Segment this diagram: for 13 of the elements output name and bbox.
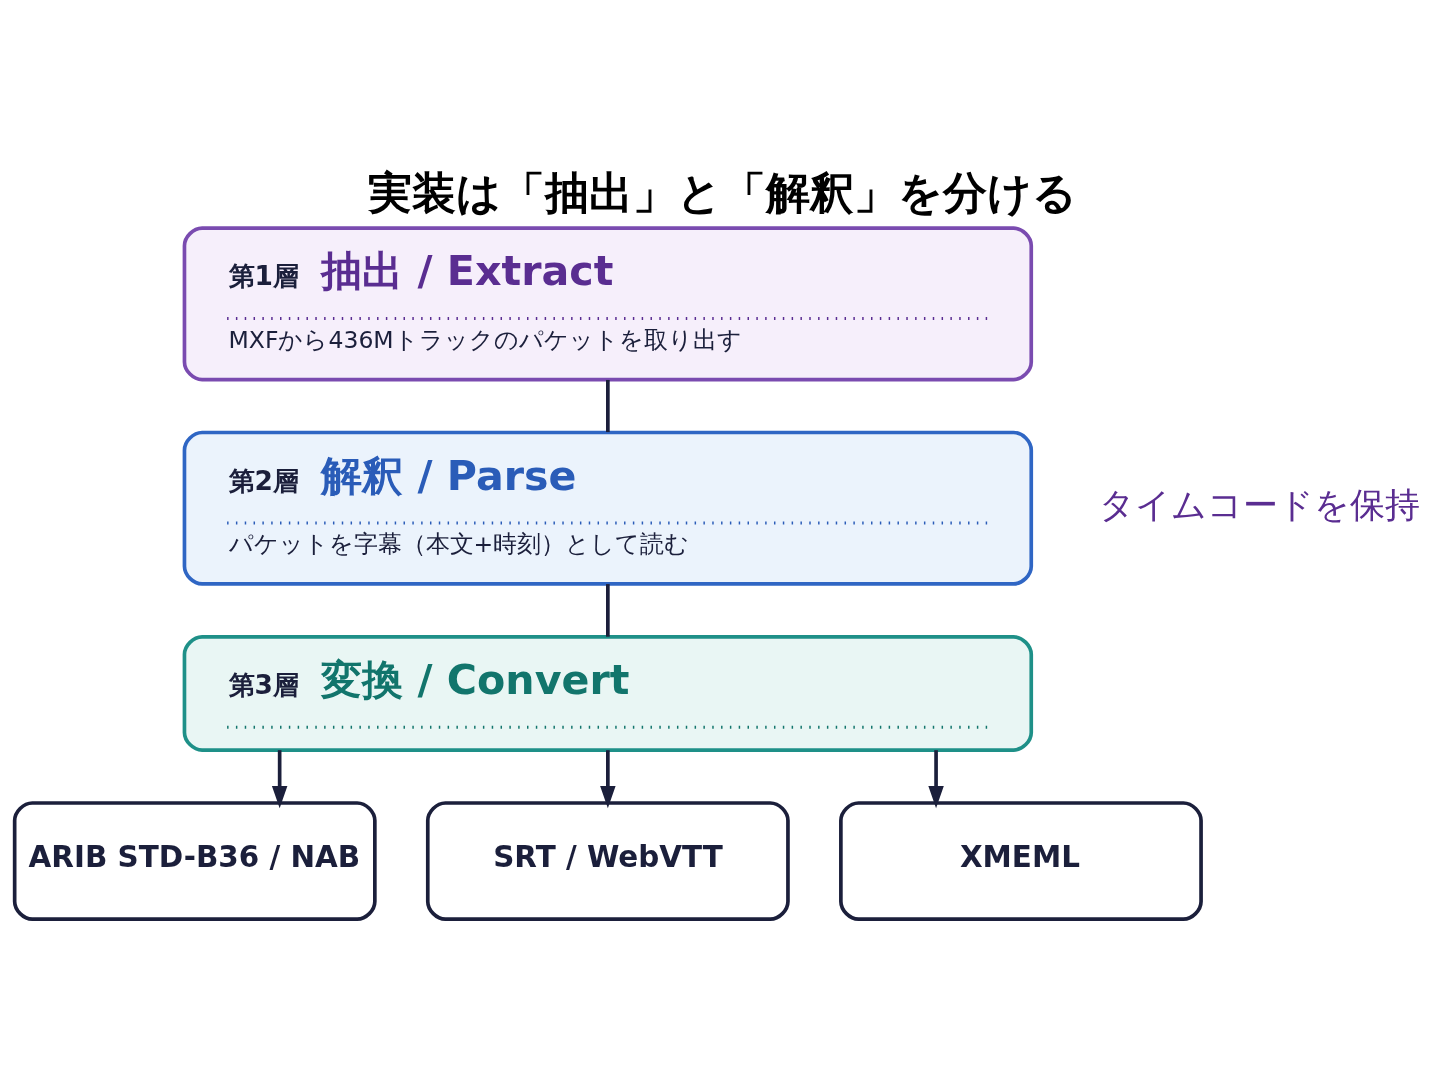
node-box: 第3層 変換 / Convert	[182, 634, 1034, 752]
node-box: 第1層 抽出 / Extract MXFから436Mトラックのパケットを取り出す	[182, 225, 1034, 381]
label: タイムコードを保持	[1098, 483, 1420, 525]
connector	[606, 583, 610, 637]
arrow	[271, 749, 288, 808]
arrow	[928, 749, 944, 808]
connector	[606, 379, 610, 432]
node-box: XMEML	[839, 800, 1203, 921]
node-box: ARIB STD-B36 / NAB	[12, 800, 377, 921]
arrow	[600, 749, 616, 808]
diagram-title: 実装は「抽出」と「解釈」を分ける	[368, 166, 1078, 218]
node-box: SRT / WebVTT	[425, 800, 790, 921]
node-box: 第2層 解釈 / Parse パケットを字幕（本文+時刻）として読む	[182, 430, 1034, 586]
